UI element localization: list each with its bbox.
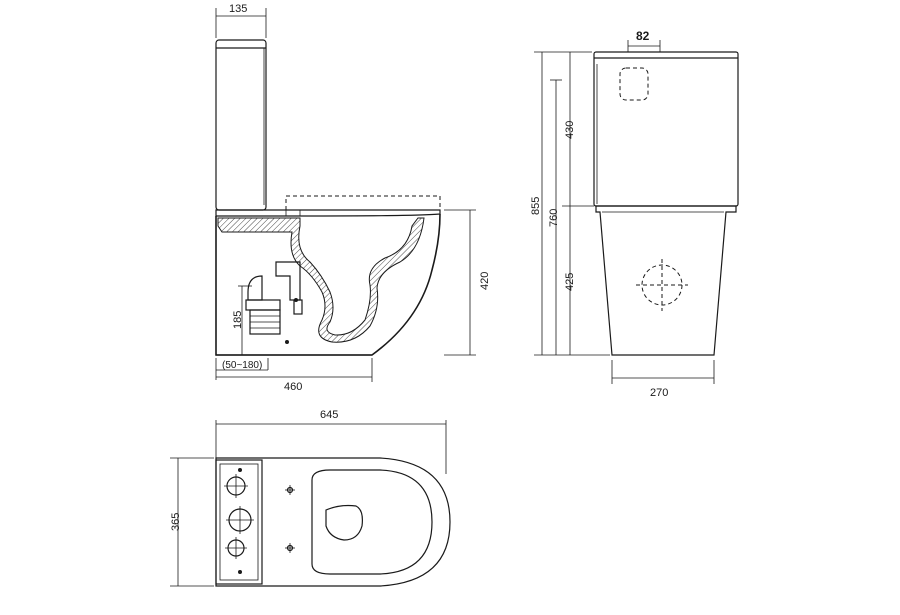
dim-button-label: 82 (636, 29, 650, 43)
plan-cistern (215, 459, 263, 585)
dim-plan-width-label: 365 (170, 513, 182, 531)
dim-button: 82 (627, 29, 661, 52)
cistern-front (593, 51, 739, 207)
plan-outline (215, 457, 451, 587)
dim-outlet-height: 185 (232, 285, 252, 355)
seat-side (215, 209, 441, 217)
dim-bowl-to-top: 760 (548, 79, 562, 355)
waste-outlet-outline (641, 264, 683, 306)
dim-seat-height: 420 (444, 209, 491, 356)
pan-front (595, 205, 737, 356)
plan-seat-ring (311, 469, 433, 575)
dim-plan-length: 645 (215, 409, 447, 474)
dim-outlet-offset-label: (50~180) (222, 360, 262, 371)
plan-bowl-opening (325, 504, 363, 541)
dim-tank-height: 430 (562, 52, 594, 207)
dim-tank-depth-label: 135 (229, 3, 247, 15)
plan-view: 645 365 (170, 409, 451, 587)
plan-fixing-holes (224, 468, 295, 574)
dim-total-height-label: 855 (530, 197, 542, 215)
cistern-side (215, 39, 267, 211)
flush-button-outline (619, 67, 649, 101)
dim-plan-width: 365 (170, 457, 214, 587)
dim-seat-height-label: 420 (479, 272, 491, 290)
outlet-pipe (245, 261, 303, 344)
bowl-body-outline (215, 213, 441, 356)
side-elevation: 135 (215, 3, 491, 393)
dim-front-width: 270 (611, 360, 715, 399)
dim-total-depth-label: 460 (284, 381, 302, 393)
trapway (217, 217, 425, 343)
dim-outlet-offset: (50~180) (215, 358, 269, 380)
dim-total-height: 855 (530, 51, 610, 356)
dim-plan-length-label: 645 (320, 409, 338, 421)
dim-tank-depth: 135 (215, 3, 267, 38)
dim-tank-height-label: 430 (564, 121, 576, 139)
seat-lid-outline (285, 195, 441, 210)
dim-pan-height: 425 (564, 206, 576, 355)
dim-pan-height-label: 425 (564, 273, 576, 291)
dim-total-depth: 460 (216, 358, 373, 393)
dim-outlet-height-label: 185 (232, 311, 244, 329)
dim-front-width-label: 270 (650, 387, 668, 399)
dim-bowl-to-top-label: 760 (548, 209, 560, 227)
front-elevation: 82 270 855 (530, 29, 739, 399)
